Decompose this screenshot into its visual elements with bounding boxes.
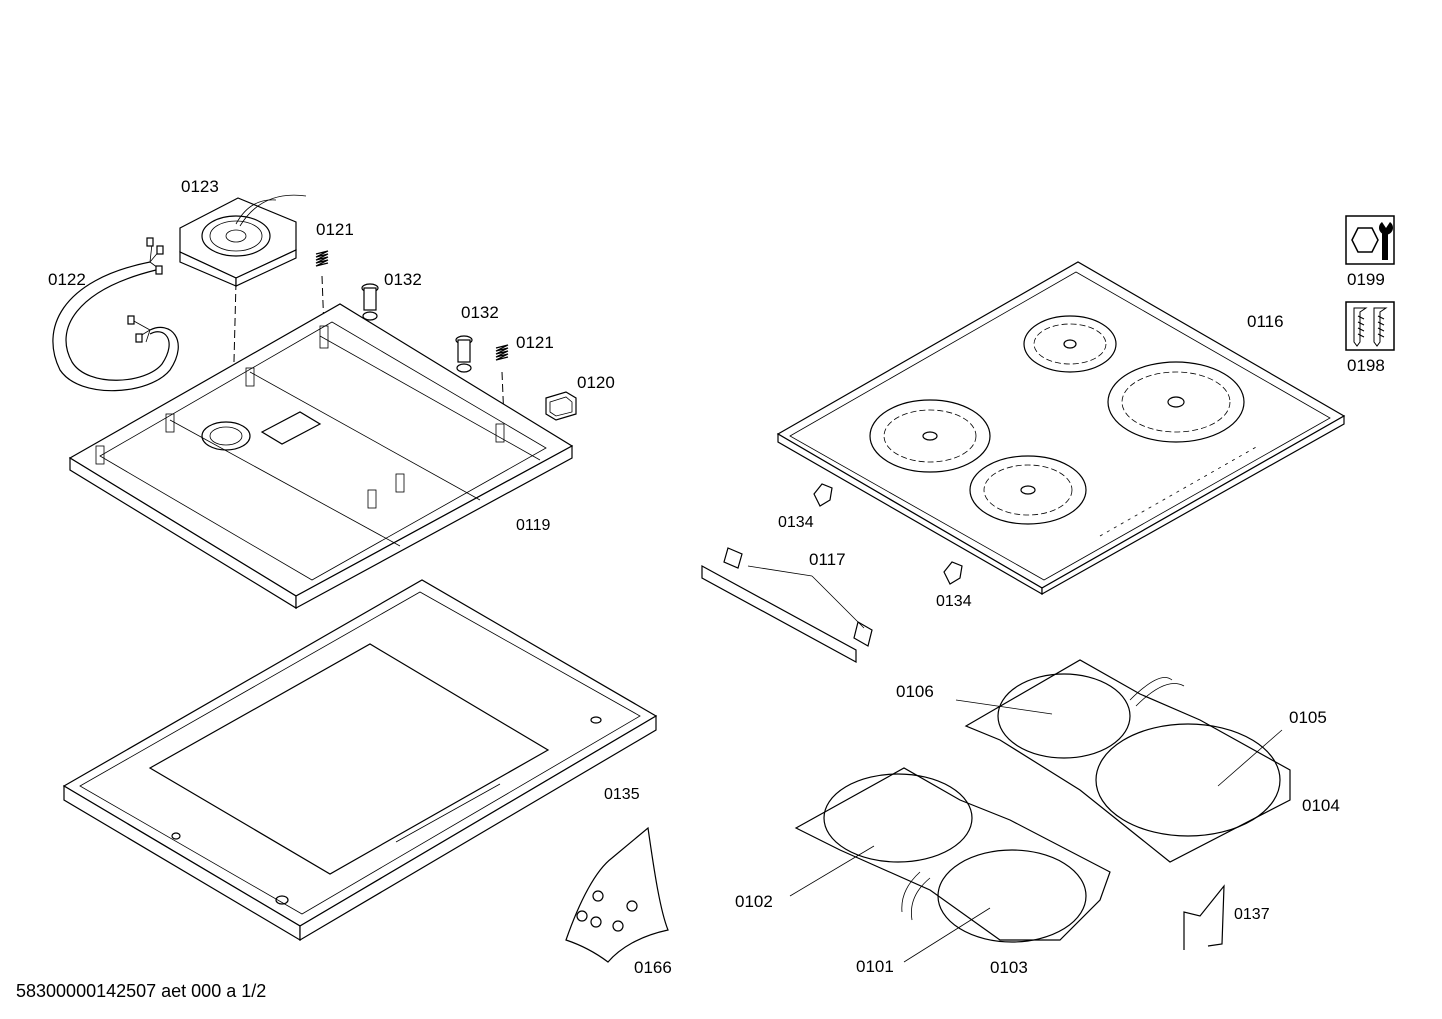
label-0198: 0198 [1347, 356, 1385, 375]
label-0119: 0119 [516, 517, 551, 534]
clip-0134-left [813, 483, 833, 507]
label-0123: 0123 [181, 177, 219, 196]
label-0166: 0166 [634, 958, 672, 977]
spring-mid [495, 344, 509, 361]
pin-top [361, 283, 379, 321]
fan-part [179, 194, 307, 287]
label-0116: 0116 [1247, 312, 1284, 331]
label-0101: 0101 [856, 957, 894, 976]
heater-plate-upper [964, 659, 1291, 863]
frame-part [62, 579, 658, 942]
document-footer-code: 58300000142507 aet 000 a 1/2 [16, 981, 267, 1001]
label-0134-right: 0134 [936, 593, 972, 610]
label-0104: 0104 [1302, 796, 1340, 815]
label-0106: 0106 [896, 682, 934, 701]
label-0102: 0102 [735, 892, 773, 911]
label-0134-left: 0134 [778, 514, 814, 531]
pin-mid [455, 335, 473, 373]
heater-plate-lower [794, 767, 1111, 943]
housing-tray-part [68, 303, 574, 610]
clip-0120 [545, 391, 577, 421]
label-0103: 0103 [990, 958, 1028, 977]
label-0117: 0117 [809, 550, 846, 569]
rail-part [701, 547, 873, 664]
wrench-nut-icon [1345, 215, 1395, 265]
spring-top [315, 250, 329, 267]
label-0122: 0122 [48, 270, 86, 289]
bracket-0137 [1183, 884, 1225, 950]
label-0137: 0137 [1234, 906, 1270, 923]
glass-cooktop-part [776, 261, 1346, 596]
screws-icon [1345, 301, 1395, 351]
label-0135: 0135 [604, 786, 640, 803]
label-0132-mid: 0132 [461, 303, 499, 322]
label-0199: 0199 [1347, 270, 1385, 289]
screw-bag-part [565, 826, 669, 963]
label-0121-top: 0121 [316, 220, 354, 239]
clip-0134-right [943, 561, 963, 585]
label-0120: 0120 [577, 373, 615, 392]
label-0121-mid: 0121 [516, 333, 554, 352]
cable-part [52, 237, 179, 392]
label-0105: 0105 [1289, 708, 1327, 727]
label-0132-top: 0132 [384, 270, 422, 289]
